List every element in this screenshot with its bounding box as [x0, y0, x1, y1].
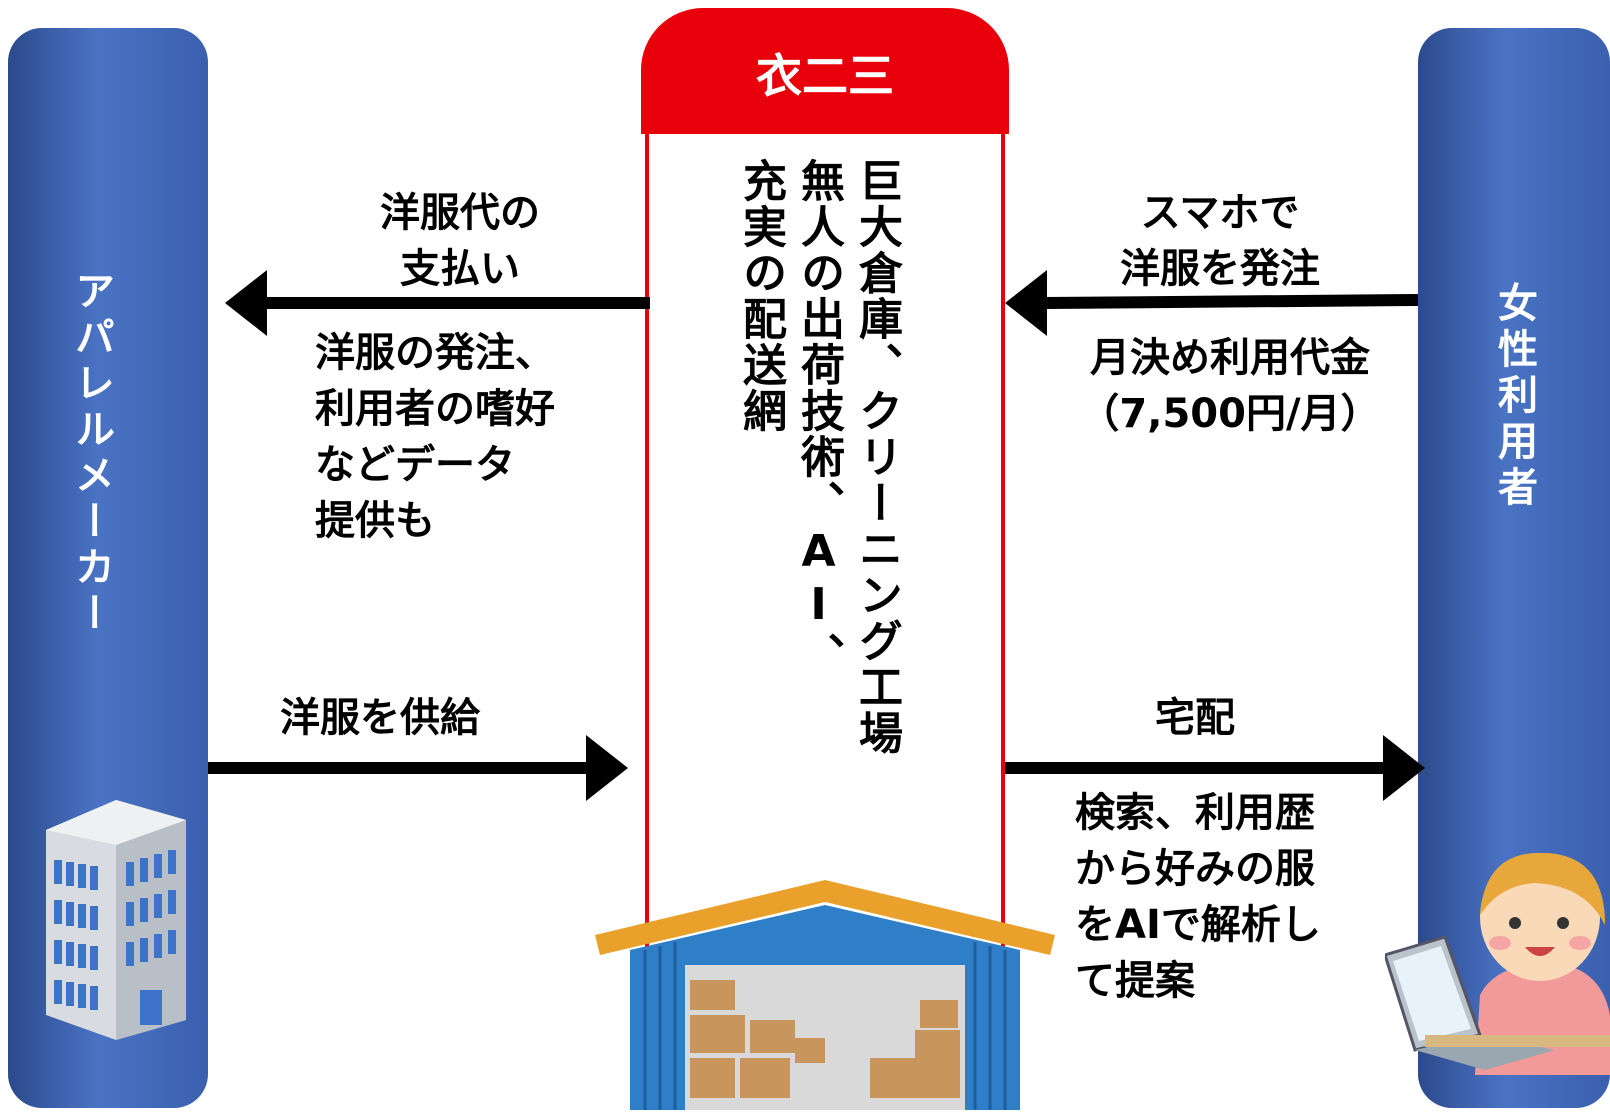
center-description: 巨大倉庫、クリーニング工場 無人の出荷技術、AI、 充実の配送網	[735, 158, 905, 918]
arrow-to-maker-payment	[225, 270, 650, 336]
fee-label: 月決め利用代金 （7,500円/月）	[1060, 330, 1400, 442]
ai-proposal-line4: て提案	[1075, 958, 1195, 1004]
center-line-2: 無人の出荷技術、AI、	[793, 158, 844, 678]
ai-proposal-line1: 検索、利用歴	[1075, 790, 1315, 836]
arrow-order-to-center	[1005, 270, 1418, 336]
center-title: 衣二三	[756, 49, 894, 103]
order-label: スマホで 洋服を発注	[1085, 185, 1355, 297]
arrow-delivery-to-user	[1005, 735, 1425, 801]
apparel-maker-label: アパレルメーカー	[68, 270, 114, 638]
supply-label: 洋服を供給	[280, 695, 480, 741]
fee-label-line2: （7,500円/月）	[1079, 391, 1381, 437]
data-provision-label: 洋服の発注、 利用者の嗜好 などデータ 提供も	[315, 325, 555, 549]
payment-label-line1: 洋服代の	[380, 190, 540, 236]
center-service-box	[645, 10, 1005, 950]
center-header-band	[641, 8, 1009, 134]
order-label-line1: スマホで	[1140, 190, 1300, 236]
order-label-line2: 洋服を発注	[1120, 246, 1320, 292]
data-provision-line3: などデータ	[315, 442, 515, 488]
data-provision-line4: 提供も	[315, 498, 435, 544]
ai-proposal-label: 検索、利用歴 から好みの服 をAIで解析し て提案	[1075, 785, 1321, 1009]
ai-proposal-line3: をAIで解析し	[1075, 902, 1321, 948]
fee-label-line1: 月決め利用代金	[1090, 335, 1370, 381]
center-line-1: 巨大倉庫、クリーニング工場	[851, 158, 902, 756]
woman-with-laptop-icon	[1385, 852, 1610, 1075]
payment-label-line2: 支払い	[400, 246, 520, 292]
data-provision-line1: 洋服の発注、	[315, 330, 555, 376]
data-provision-line2: 利用者の嗜好	[315, 386, 555, 432]
center-line-3: 充実の配送網	[735, 158, 786, 434]
office-building-icon	[46, 800, 186, 1040]
delivery-label: 宅配	[1155, 695, 1235, 741]
warehouse-icon	[595, 880, 1055, 1110]
arrow-supply-to-center	[208, 735, 628, 801]
payment-label: 洋服代の 支払い	[360, 185, 560, 297]
female-user-label: 女性利用者	[1491, 282, 1537, 512]
ai-proposal-line2: から好みの服	[1075, 846, 1315, 892]
